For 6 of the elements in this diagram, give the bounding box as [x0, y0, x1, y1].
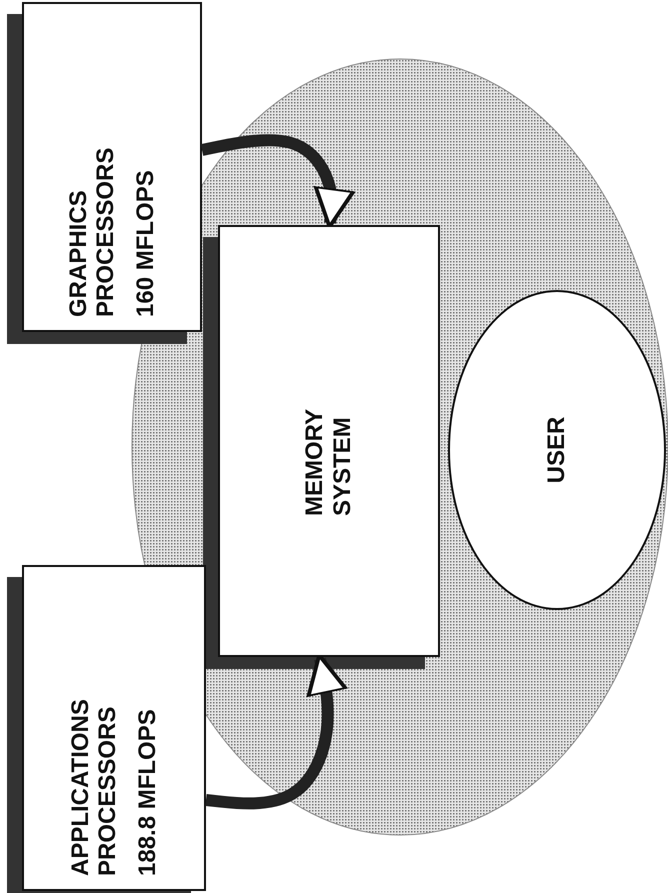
box-title: APPLICATIONS PROCESSORS — [66, 698, 122, 876]
speed-label: 188.8 MFLOPS — [134, 708, 162, 876]
speed-label: 160 MFLOPS — [132, 169, 160, 317]
box-title: MEMORY SYSTEM — [301, 408, 357, 516]
box-title: USER — [543, 416, 571, 486]
box-title: GRAPHICS PROCESSORS — [64, 146, 120, 317]
